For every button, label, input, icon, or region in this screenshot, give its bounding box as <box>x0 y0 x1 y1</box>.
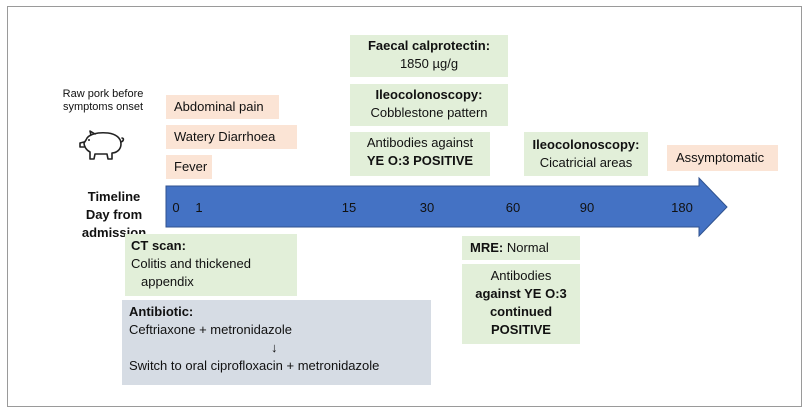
day-label-180: 180 <box>671 200 693 215</box>
day-label-60: 60 <box>505 200 521 215</box>
antibiotic-arrow: ↓ <box>271 340 278 355</box>
day-label-90: 90 <box>579 200 595 215</box>
symptom-fever: Fever <box>166 155 212 179</box>
calprotectin-title: Faecal calprotectin: <box>367 38 491 53</box>
antibiotic-line-2: Switch to oral ciprofloxacin + metronida… <box>129 358 380 373</box>
ileocolonoscopy-1-title: Ileocolonoscopy: <box>375 87 483 102</box>
symptom-abdominal-pain: Abdominal pain <box>166 95 279 119</box>
day-label-15: 15 <box>341 200 357 215</box>
symptom-label: Abdominal pain <box>174 99 264 114</box>
antibodies-2-line-2: against YE O:3 <box>475 286 567 301</box>
ct-scan-box: CT scan: Colitis and thickened appendix <box>125 234 297 296</box>
ileocolonoscopy-1-text: Cobblestone pattern <box>370 105 488 120</box>
antibodies-2-box: Antibodies against YE O:3 continued POSI… <box>462 264 580 344</box>
antibodies-1-box: Antibodies against YE O:3 POSITIVE <box>350 132 490 176</box>
calprotectin-value: 1850 µg/g <box>399 56 459 71</box>
pig-icon <box>79 130 125 160</box>
mre-box: MRE: Normal <box>462 236 580 260</box>
antibodies-2-line-3: continued <box>489 304 553 319</box>
ct-scan-line-2: appendix <box>141 274 194 289</box>
ct-scan-title: CT scan: <box>131 238 186 253</box>
symptom-label: Fever <box>174 159 208 174</box>
timeline-title-1: Timeline <box>87 189 141 204</box>
calprotectin-box: Faecal calprotectin: 1850 µg/g <box>350 35 508 77</box>
exposure-note: Raw pork before symptoms onset <box>52 88 154 114</box>
mre-title: MRE: <box>470 240 504 255</box>
figure-frame <box>7 6 802 407</box>
ileocolonoscopy-2-title: Ileocolonoscopy: <box>532 137 640 152</box>
outcome-box: Assymptomatic <box>667 145 778 171</box>
day-label-30: 30 <box>419 200 435 215</box>
ct-scan-line-1: Colitis and thickened <box>131 256 251 271</box>
antibodies-1-line-1: Antibodies against <box>366 135 474 150</box>
timeline-arrow-shape <box>165 176 728 238</box>
symptom-watery-diarrhoea: Watery Diarrhoea <box>166 125 297 149</box>
antibiotic-line-1: Ceftriaxone + metronidazole <box>129 322 292 337</box>
exposure-line-2: symptoms onset <box>62 101 144 113</box>
ileocolonoscopy-2-box: Ileocolonoscopy: Cicatricial areas <box>524 132 648 176</box>
antibiotic-box: Antibiotic: Ceftriaxone + metronidazole … <box>122 300 431 385</box>
ileocolonoscopy-1-box: Ileocolonoscopy: Cobblestone pattern <box>350 84 508 126</box>
symptom-label: Watery Diarrhoea <box>174 129 276 144</box>
day-label-0: 0 <box>172 200 180 215</box>
antibodies-2-line-1: Antibodies <box>490 268 552 283</box>
antibiotic-title: Antibiotic: <box>129 304 194 319</box>
ileocolonoscopy-2-text: Cicatricial areas <box>539 155 633 170</box>
exposure-line-1: Raw pork before <box>62 88 144 100</box>
antibodies-1-line-2: YE O:3 POSITIVE <box>366 153 474 168</box>
day-label-1: 1 <box>195 200 203 215</box>
antibodies-2-line-4: POSITIVE <box>491 322 551 337</box>
mre-text: Normal <box>506 240 549 255</box>
outcome-label: Assymptomatic <box>676 150 765 165</box>
